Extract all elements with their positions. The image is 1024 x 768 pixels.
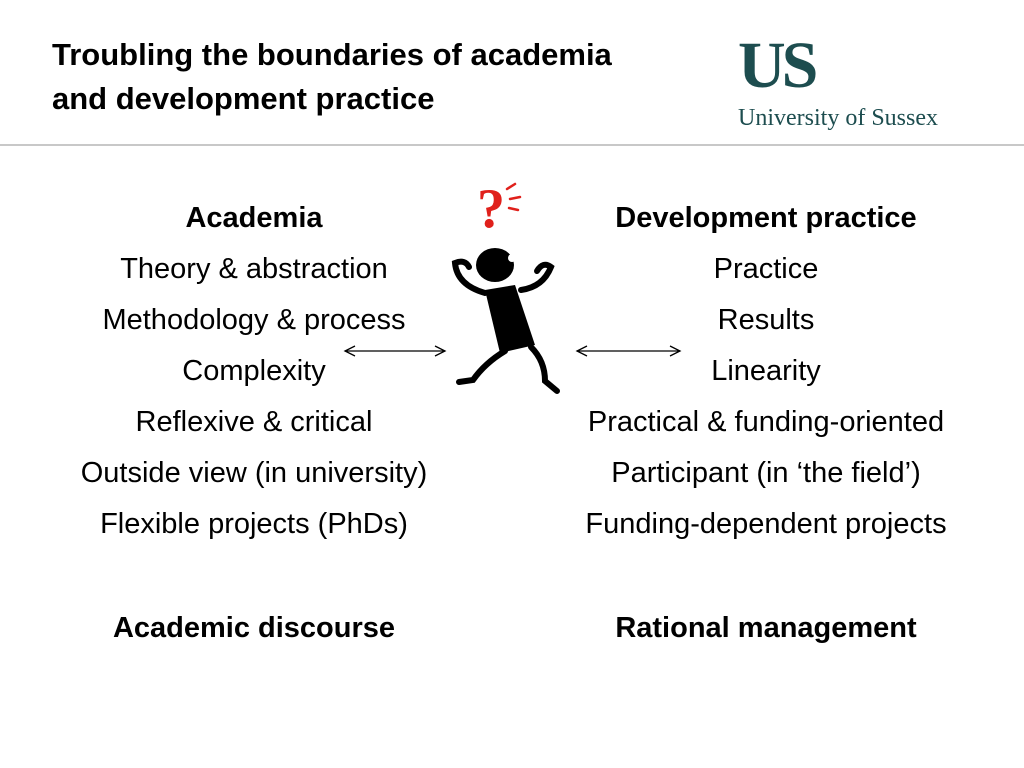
development-item: Practical & funding-oriented	[587, 406, 945, 438]
left-double-arrow-icon	[343, 345, 447, 357]
academia-item: Theory & abstraction	[120, 253, 388, 285]
confused-figure-illustration: ?	[335, 175, 695, 400]
development-item: Linearity	[711, 355, 821, 387]
logo-mark: US	[738, 29, 818, 102]
academia-item: Outside view (in university)	[80, 457, 428, 489]
question-mark-icon: ?	[477, 178, 505, 240]
development-item: Funding-dependent projects	[585, 508, 947, 540]
academia-footer: Academic discourse	[112, 612, 396, 644]
academia-item: Flexible projects (PhDs)	[100, 508, 408, 540]
slide-title-line-1: Troubling the boundaries of academia	[52, 37, 612, 72]
slide-title: Troubling the boundaries of academia and…	[52, 33, 612, 121]
academia-column: Academia Theory & abstraction Methodolog…	[40, 200, 468, 644]
development-heading: Development practice	[615, 202, 917, 234]
academia-heading: Academia	[185, 202, 323, 234]
confusion-strokes-icon	[505, 182, 522, 212]
stick-figure-icon	[451, 248, 560, 394]
right-double-arrow-icon	[575, 345, 682, 357]
development-item: Results	[717, 304, 815, 336]
development-footer: Rational management	[615, 612, 917, 644]
development-item: Practice	[713, 253, 819, 285]
development-item: Participant (in ‘the field’)	[611, 457, 921, 489]
header-divider	[0, 144, 1024, 146]
development-column: Development practice Practice Results Li…	[548, 200, 984, 644]
university-logo: US University of Sussex	[738, 29, 973, 136]
academia-item: Complexity	[182, 355, 326, 387]
figure-canvas: ?	[343, 178, 682, 394]
slide-title-line-2: and development practice	[52, 81, 435, 116]
academia-item: Reflexive & critical	[135, 406, 373, 438]
logo-wordmark: University of Sussex	[738, 105, 938, 131]
academia-item: Methodology & process	[102, 304, 406, 336]
